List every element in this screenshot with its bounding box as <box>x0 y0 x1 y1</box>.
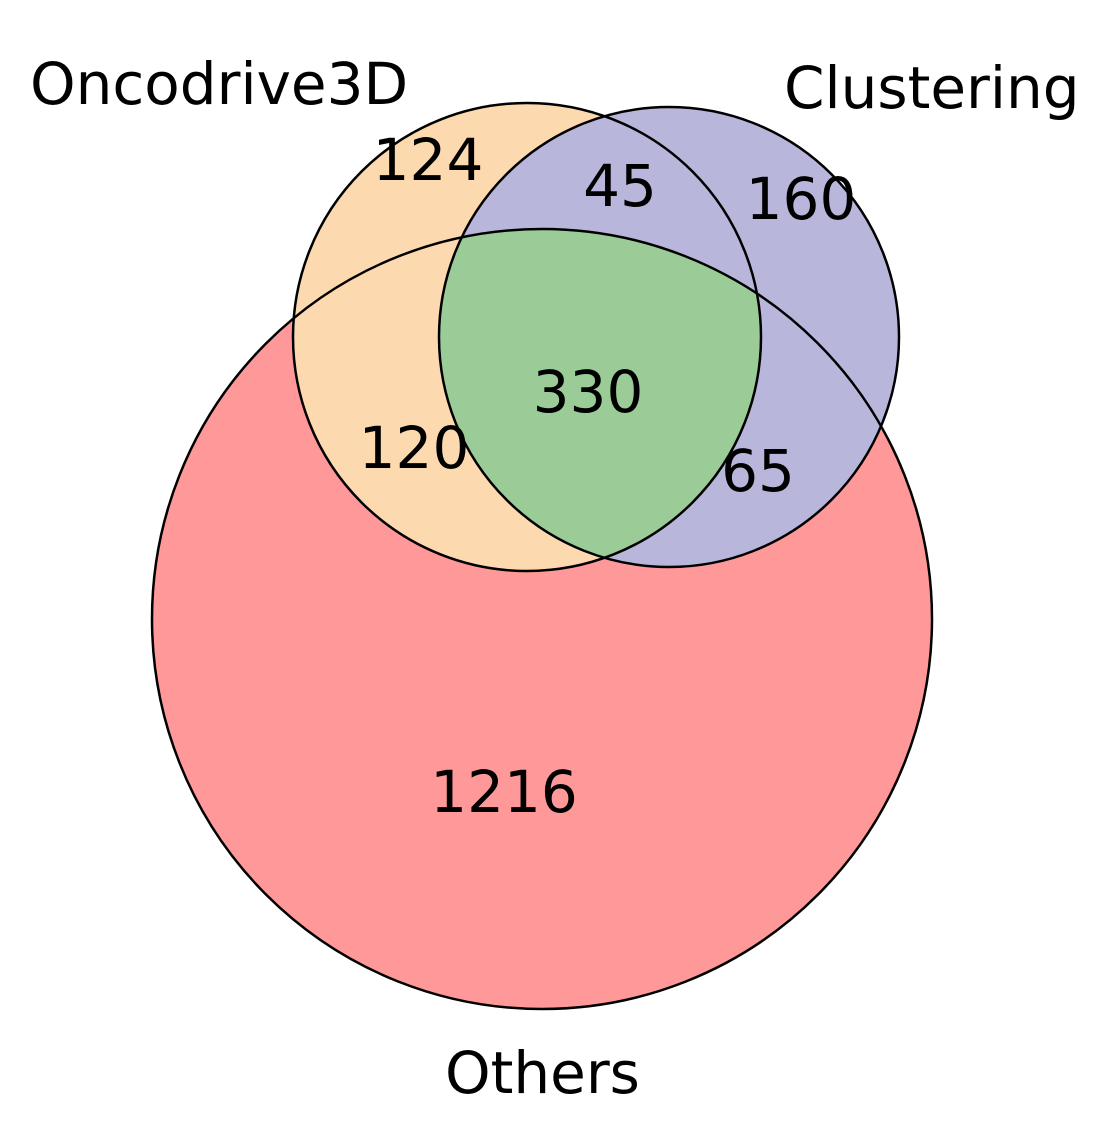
region-oncodrive3d-clustering: 45 <box>583 152 657 220</box>
region-others-only: 1216 <box>430 758 578 826</box>
region-all-three: 330 <box>533 358 644 426</box>
intersection-region <box>439 229 761 567</box>
others-outline <box>150 227 934 1011</box>
region-oncodrive3d-only: 124 <box>373 126 484 194</box>
clustering-outline <box>437 105 901 569</box>
set-label-others: Others <box>445 1039 640 1107</box>
region-oncodrive3d-others: 120 <box>359 414 470 482</box>
region-clustering-others: 65 <box>721 437 795 505</box>
set-label-oncodrive3d: Oncodrive3D <box>30 50 408 118</box>
region-clustering-only: 160 <box>746 165 857 233</box>
set-label-clustering: Clustering <box>784 54 1080 122</box>
oncodrive3d-outline <box>291 101 763 573</box>
